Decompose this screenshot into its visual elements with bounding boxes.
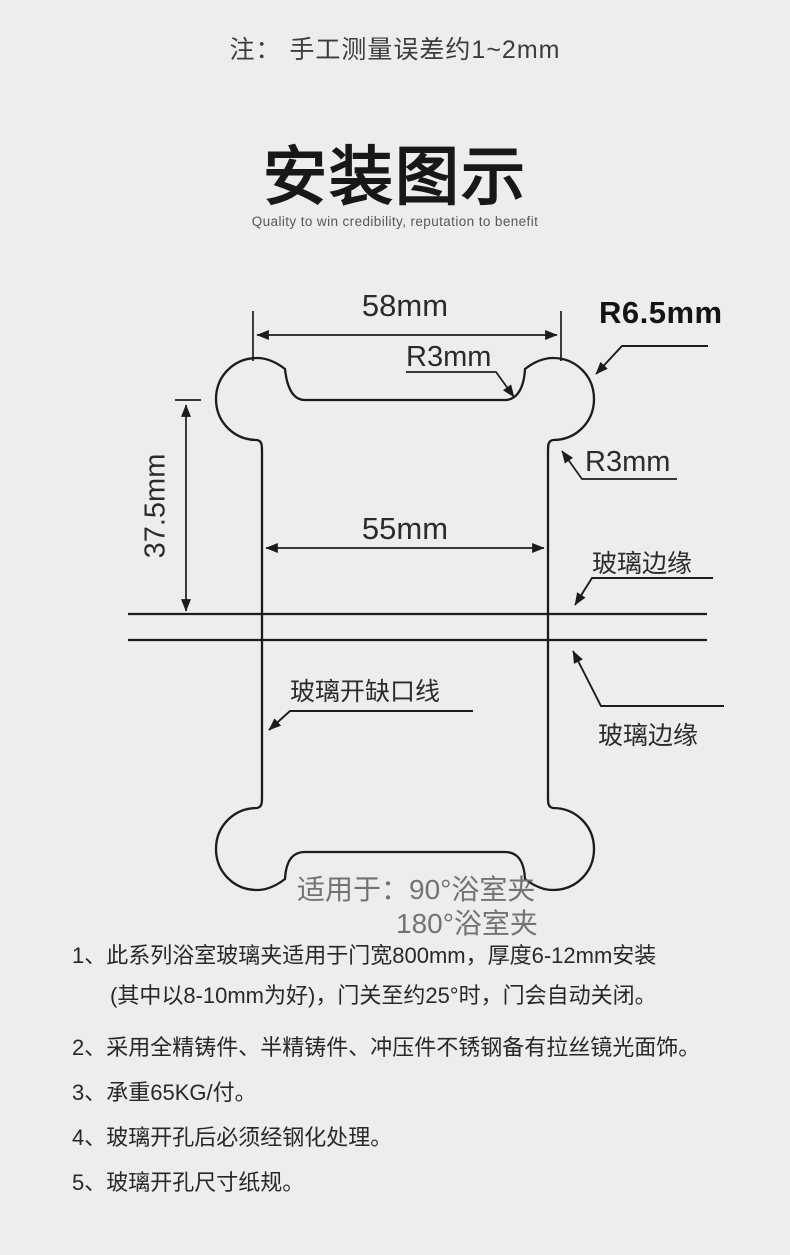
leader-notch-line (268, 710, 473, 731)
leader-r3-right (561, 450, 677, 480)
suitable-for-line2: 180°浴室夹 (396, 908, 538, 939)
dim-r65-label: R6.5mm (599, 295, 723, 330)
glass-edge-top-label: 玻璃边缘 (592, 550, 693, 578)
notes-list: 1、此系列浴室玻璃夹适用于门宽800mm，厚度6-12mm安装 (其中以8-10… (72, 941, 777, 1213)
leader-r3-top (406, 371, 515, 398)
measurement-note: 注： 手工测量误差约1~2mm (229, 36, 561, 64)
notch-line-label: 玻璃开缺口线 (290, 678, 441, 706)
leader-glass-edge-top (574, 577, 713, 606)
note-item-5: 5、玻璃开孔尺寸纸规。 (72, 1168, 777, 1198)
dim-r3-right-label: R3mm (585, 446, 671, 478)
note-item-3: 3、承重65KG/付。 (72, 1078, 777, 1108)
note-1-line-2: (其中以8-10mm为好)，门关至约25°时，门会自动关闭。 (110, 983, 657, 1008)
note-item-2: 2、采用全精铸件、半精铸件、冲压件不锈钢备有拉丝镜光面饰。 (72, 1033, 777, 1063)
page-title: 安装图示 (263, 141, 527, 213)
glass-edge-bottom-label: 玻璃边缘 (598, 722, 699, 750)
note-2-line-1: 2、采用全精铸件、半精铸件、冲压件不锈钢备有拉丝镜光面饰。 (72, 1035, 701, 1060)
dim-58mm-label: 58mm (361, 288, 449, 323)
cutout-outline (214, 356, 596, 892)
dim-r3-top-label: R3mm (406, 341, 492, 373)
leader-r65 (595, 345, 708, 375)
note-item-4: 4、玻璃开孔后必须经钢化处理。 (72, 1123, 777, 1153)
dim-375mm-label: 37.5mm (139, 453, 172, 559)
suitable-for-line1: 适用于：90°浴室夹 (297, 874, 536, 905)
note-5-line-1: 5、玻璃开孔尺寸纸规。 (72, 1170, 305, 1195)
leader-glass-edge-bottom (572, 650, 724, 707)
note-1-line-1: 1、此系列浴室玻璃夹适用于门宽800mm，厚度6-12mm安装 (72, 943, 657, 968)
page-subtitle: Quality to win credibility, reputation t… (251, 214, 539, 229)
note-3-line-1: 3、承重65KG/付。 (72, 1080, 257, 1105)
note-item-1: 1、此系列浴室玻璃夹适用于门宽800mm，厚度6-12mm安装 (其中以8-10… (72, 941, 777, 1011)
dim-55mm-label: 55mm (361, 511, 449, 546)
note-4-line-1: 4、玻璃开孔后必须经钢化处理。 (72, 1125, 393, 1150)
